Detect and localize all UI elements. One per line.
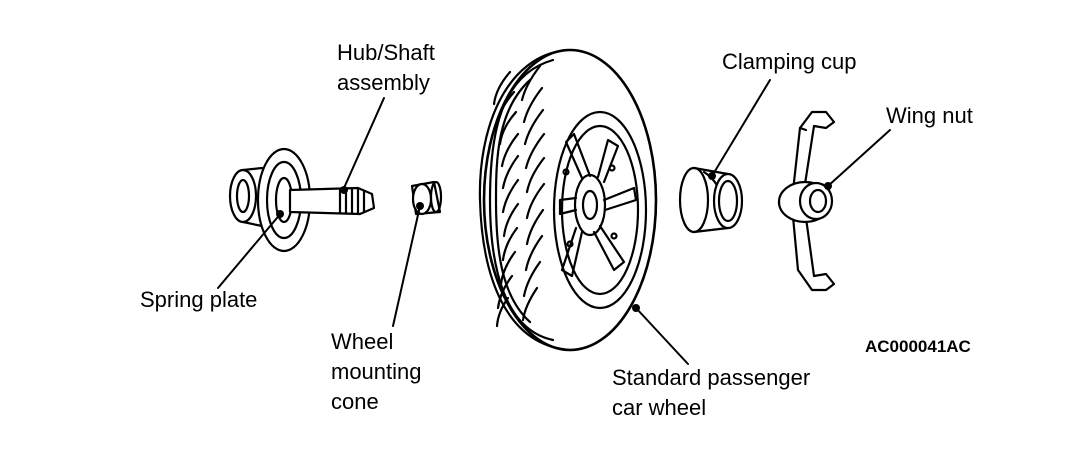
clamping-cup-label: Clamping cup [722, 49, 857, 74]
wheel-label-line1: Standard passenger [612, 365, 811, 390]
hub-shaft-label: Hub/Shaft assembly [337, 38, 435, 98]
wheel-label-line2: car wheel [612, 395, 707, 420]
leader-dots [276, 172, 832, 312]
clamping-cup-part [678, 166, 744, 234]
figure-code: AC000041AC [865, 337, 971, 356]
passenger-car-wheel-part [478, 48, 658, 352]
passenger-wheel-label: Standard passenger car wheel [612, 363, 810, 423]
leader-wheel [635, 307, 689, 365]
hub-shaft-label-line1: Hub/Shaft [337, 40, 435, 65]
spring-plate-label: Spring plate [140, 287, 258, 312]
spring-plate-hub-shaft-part [228, 147, 376, 253]
leader-hub-shaft [343, 97, 385, 189]
leader-spring-plate [217, 211, 283, 289]
cone-label-line3: cone [331, 389, 379, 414]
wing-nut-part [777, 110, 836, 292]
cone-label-line1: Wheel [331, 329, 394, 354]
wing-nut-label: Wing nut [886, 103, 973, 128]
leader-wing-nut [827, 129, 891, 187]
wheel-mounting-cone-label: Wheel mounting cone [331, 327, 422, 417]
hub-shaft-label-line2: assembly [337, 70, 430, 95]
leader-lines [217, 79, 891, 365]
leader-clamping-cup [711, 79, 771, 177]
wheel-mounting-cone-part [410, 180, 443, 216]
leader-cone [392, 205, 421, 327]
cone-label-line2: mounting [331, 359, 422, 384]
